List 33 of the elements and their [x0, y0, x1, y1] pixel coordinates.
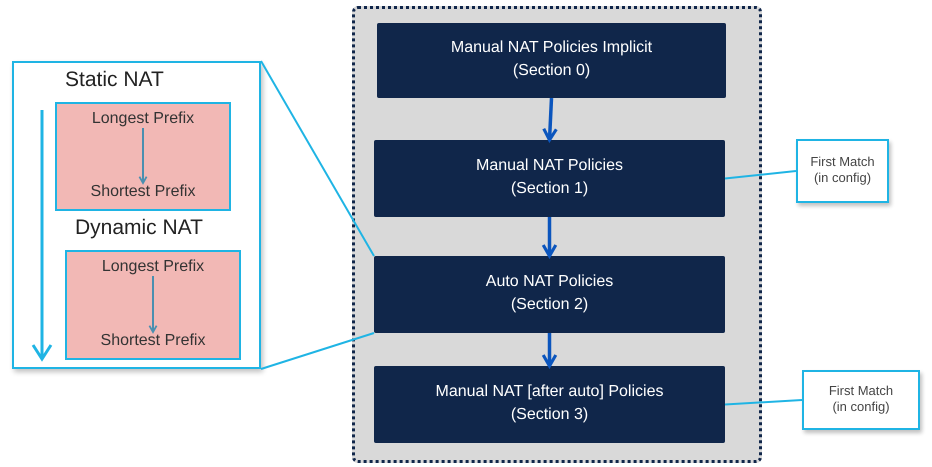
group-heading: Dynamic NAT [75, 216, 203, 240]
connector-line [260, 332, 374, 370]
section-label: (Section 2) [510, 296, 590, 314]
detail-panel [12, 61, 261, 369]
flow-text: Shortest Prefix [60, 181, 226, 203]
box-title: Manual NAT [after auto] Policies [434, 382, 664, 400]
box-title: Manual NAT Policies [474, 156, 624, 174]
section-label: (Section 3) [510, 406, 590, 424]
flow-text: Shortest Prefix [70, 330, 236, 352]
process-box [374, 140, 725, 217]
group-heading: Static NAT [65, 68, 164, 92]
callout-text: First Match (in config) [828, 383, 894, 415]
section-container [352, 6, 762, 463]
arrow [542, 98, 558, 142]
process-box [374, 256, 725, 333]
flow-text: Longest Prefix [70, 256, 236, 278]
callout-box [802, 370, 920, 430]
section-label: (Section 1) [510, 180, 590, 198]
section-label: (Section 0) [512, 62, 592, 80]
process-box [374, 366, 725, 443]
box-title: Manual NAT Policies Implicit [450, 38, 654, 56]
arrow [138, 128, 148, 184]
connector-line [724, 399, 802, 406]
arrow [148, 276, 158, 333]
arrow [542, 333, 558, 368]
arrow [542, 217, 558, 258]
connector-line [260, 60, 375, 256]
box-title: Auto NAT Policies [484, 272, 614, 290]
process-box [377, 23, 726, 98]
connector-line [724, 170, 796, 180]
callout-text: First Match (in config) [809, 154, 876, 186]
callout-box [796, 139, 889, 203]
flow-text: Longest Prefix [60, 108, 226, 130]
